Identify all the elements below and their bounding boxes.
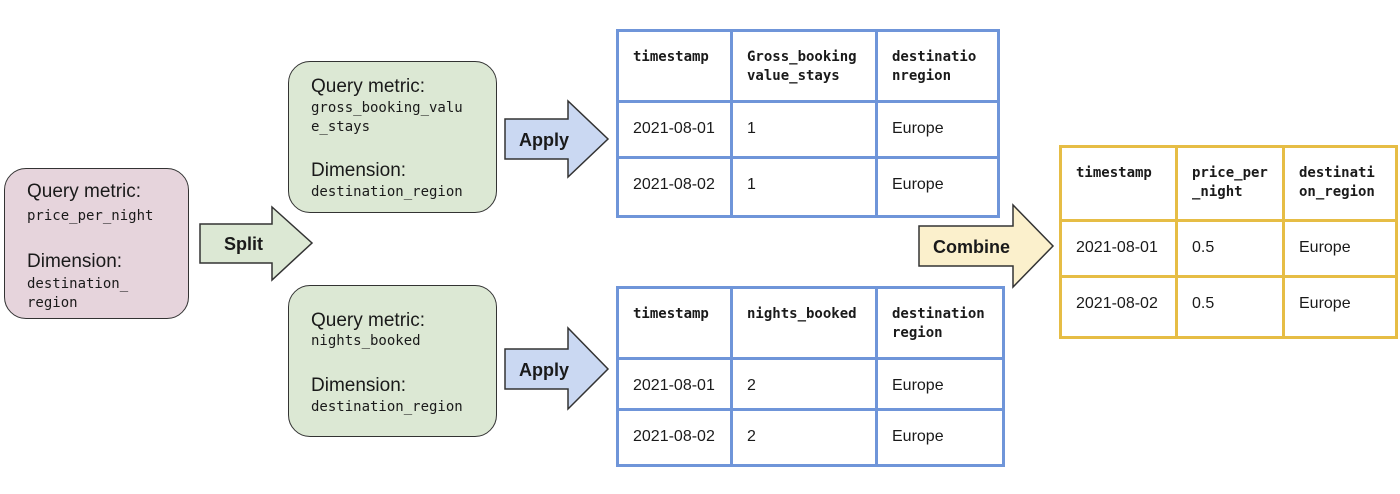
table-row: 2021-08-01 0.5 Europe — [1059, 219, 1398, 278]
table-cell: 2021-08-01 — [1059, 219, 1178, 278]
apply-label-top: Apply — [519, 130, 570, 150]
combine-arrow — [918, 203, 1055, 289]
table-cell: 2021-08-02 — [616, 156, 733, 218]
source-query-box: Query metric: price_per_night Dimension:… — [4, 168, 189, 319]
table-cell: 2021-08-01 — [616, 100, 733, 159]
table-header-row: timestamp nights_booked destination regi… — [616, 286, 1005, 360]
table-cell: Europe — [1282, 275, 1398, 339]
header-cell: nights_booked — [730, 286, 878, 360]
source-dimension-label: Dimension: — [27, 251, 123, 272]
table-cell: 1 — [730, 100, 878, 159]
query-bottom-dimension-label: Dimension: — [311, 375, 407, 396]
table-row: 2021-08-02 0.5 Europe — [1059, 275, 1398, 339]
query-box-top: Query metric: gross_booking_valu e_stays… — [288, 61, 497, 213]
table-cell: Europe — [875, 156, 1000, 218]
table-cell: Europe — [875, 100, 1000, 159]
query-box-bottom: Query metric: nights_booked Dimension: d… — [288, 285, 497, 437]
table-cell: 2 — [730, 408, 878, 467]
table-cell: 0.5 — [1175, 275, 1285, 339]
header-cell: timestamp — [616, 286, 733, 360]
table-cell: 2021-08-01 — [616, 357, 733, 411]
header-cell: timestamp — [616, 29, 733, 103]
table-row: 2021-08-02 1 Europe — [616, 156, 1000, 218]
query-bottom-dimension-value: destination_region — [311, 399, 463, 415]
table-row: 2021-08-02 2 Europe — [616, 408, 1005, 467]
split-label: Split — [224, 234, 263, 254]
header-cell: destinati on_region — [1282, 145, 1398, 222]
source-dimension-value: destination_ region — [27, 276, 129, 311]
table-bottom: timestamp nights_booked destination regi… — [616, 286, 1005, 467]
header-cell: destinatio nregion — [875, 29, 1000, 103]
table-row: 2021-08-01 2 Europe — [616, 357, 1005, 411]
query-bottom-metric-value: nights_booked — [311, 333, 421, 349]
query-top-metric-value: gross_booking_valu e_stays — [311, 100, 463, 135]
header-cell: destination region — [875, 286, 1005, 360]
header-cell: price_per _night — [1175, 145, 1285, 222]
table-cell: 2 — [730, 357, 878, 411]
apply-arrow-top — [504, 99, 610, 179]
query-bottom-metric-label: Query metric: — [311, 310, 426, 331]
source-metric-label: Query metric: — [27, 181, 142, 202]
table-cell: 2021-08-02 — [616, 408, 733, 467]
table-header-row: timestamp price_per _night destinati on_… — [1059, 145, 1398, 222]
table-row: 2021-08-01 1 Europe — [616, 100, 1000, 159]
table-result: timestamp price_per _night destinati on_… — [1059, 145, 1398, 339]
apply-arrow-bottom — [504, 326, 610, 411]
table-cell: 2021-08-02 — [1059, 275, 1178, 339]
source-metric-value: price_per_night — [27, 208, 154, 224]
combine-label: Combine — [933, 237, 1011, 257]
query-top-metric-label: Query metric: — [311, 76, 426, 97]
table-top: timestamp Gross_booking value_stays dest… — [616, 29, 1000, 218]
split-arrow — [199, 205, 314, 282]
table-cell: 0.5 — [1175, 219, 1285, 278]
table-cell: Europe — [875, 357, 1005, 411]
table-cell: Europe — [1282, 219, 1398, 278]
query-top-dimension-label: Dimension: — [311, 160, 407, 181]
table-cell: Europe — [875, 408, 1005, 467]
header-cell: Gross_booking value_stays — [730, 29, 878, 103]
table-cell: 1 — [730, 156, 878, 218]
query-top-dimension-value: destination_region — [311, 184, 463, 200]
header-cell: timestamp — [1059, 145, 1178, 222]
apply-label-bottom: Apply — [519, 360, 570, 380]
table-header-row: timestamp Gross_booking value_stays dest… — [616, 29, 1000, 103]
